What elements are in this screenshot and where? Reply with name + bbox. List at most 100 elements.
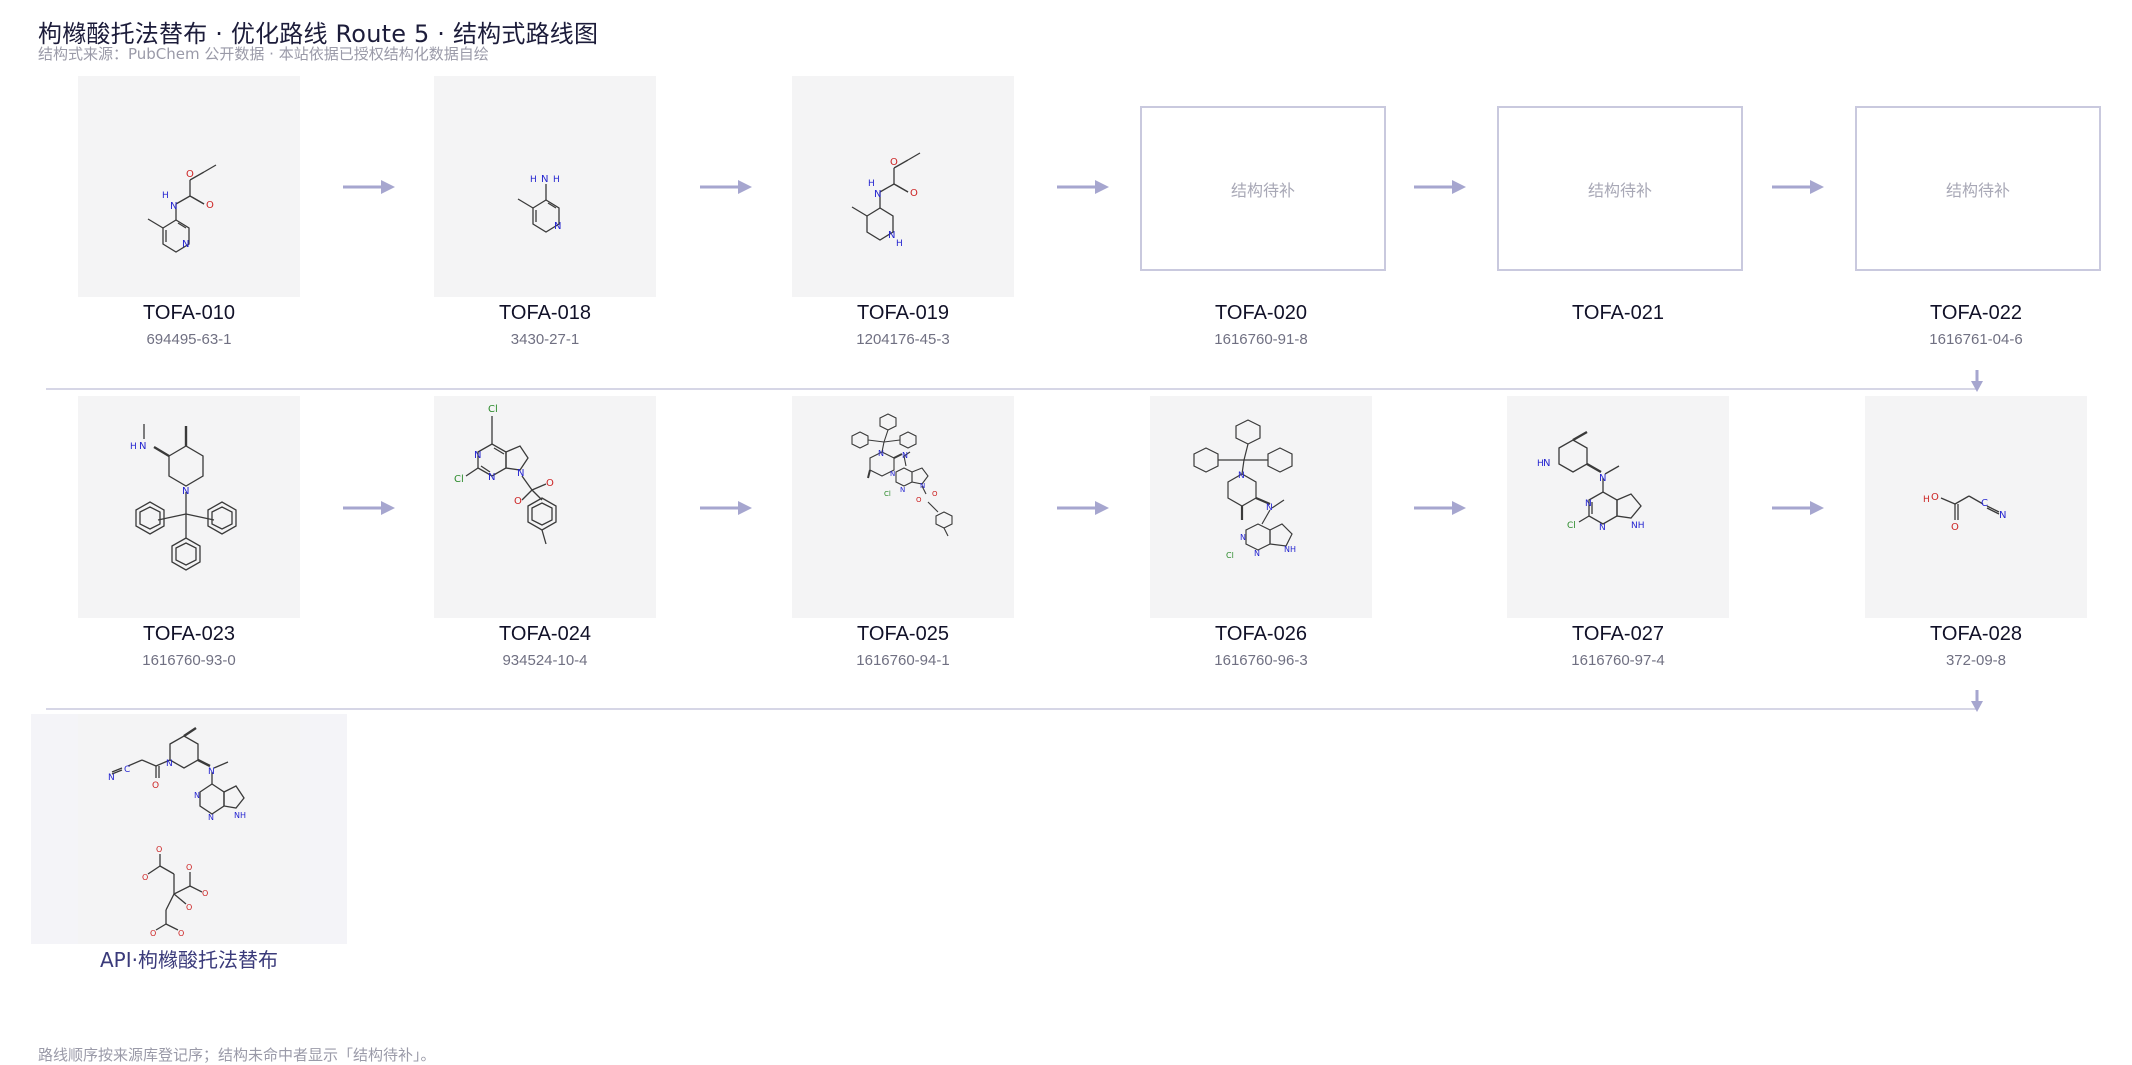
atom-n-label: N (182, 486, 189, 497)
atom-nh-label: NH (234, 811, 246, 820)
compound-id: TOFA-025 (857, 623, 949, 645)
atom-n-label: N (900, 486, 905, 494)
compound-id: TOFA-019 (857, 302, 949, 324)
structure-tofa-023: N N H (78, 396, 300, 618)
atom-n-label: N (139, 441, 146, 452)
atom-o-label: O (890, 157, 898, 168)
atom-nh-label: NH (1631, 521, 1645, 531)
structure-tofa-026: N N N N NH Cl (1150, 396, 1372, 618)
structure-tofa-025: N N N N N Cl O O (792, 396, 1014, 618)
atom-n-label: N (182, 239, 189, 250)
arrow-right-icon (1772, 501, 1824, 515)
compound-cas: 1616760-96-3 (1214, 652, 1308, 669)
arrow-right-icon (1414, 180, 1466, 194)
atom-o-label: O (546, 478, 554, 489)
compound-id: TOFA-022 (1930, 302, 2022, 324)
atom-n-label: N (878, 449, 884, 458)
compound-id: TOFA-020 (1215, 302, 1307, 324)
atom-n-label: N (920, 482, 925, 490)
atom-o-label: O (186, 903, 192, 912)
atom-o-label: O (202, 889, 208, 898)
atom-n-label: N (1543, 458, 1550, 469)
compound-cas: 1616760-91-8 (1214, 331, 1308, 348)
atom-n-label: N (208, 767, 215, 777)
compound-cas: 934524-10-4 (502, 652, 588, 669)
atom-n-label: N (554, 221, 561, 232)
atom-o-label: O (916, 496, 922, 504)
page-title: 枸橼酸托法替布 · 优化路线 Route 5 · 结构式路线图 (38, 20, 599, 48)
atom-n-label: N (488, 472, 495, 483)
compound-id: TOFA-018 (499, 302, 591, 324)
atom-n-label: N (874, 189, 881, 200)
atom-cl-label: Cl (884, 490, 891, 498)
structure-tofa-024: Cl Cl N N N O O (434, 396, 656, 618)
atom-o-label: O (150, 929, 156, 938)
row-connector-line (46, 388, 1978, 390)
structure-tofa-018: N N H H (434, 76, 656, 297)
atom-o-label: O (932, 490, 938, 498)
compound-id: TOFA-027 (1572, 623, 1664, 645)
atom-n-label: N (1585, 499, 1592, 509)
arrow-right-icon (700, 501, 752, 515)
atom-cl-label: Cl (488, 404, 498, 415)
atom-h-label: H (130, 442, 137, 452)
compound-cas: 3430-27-1 (510, 331, 580, 348)
compound-cas: 694495-63-1 (146, 331, 232, 348)
atom-h-label: H (162, 191, 169, 201)
atom-n-label: N (541, 174, 548, 185)
compound-cas: 1616760-94-1 (856, 652, 950, 669)
compound-id: TOFA-010 (143, 302, 235, 324)
atom-nh-label: NH (1284, 545, 1296, 554)
compound-id: TOFA-024 (499, 623, 591, 645)
arrow-right-icon (1057, 501, 1109, 515)
structure-api-tofacitinib-citrate: N C O N N N N NH O O O O O O O (78, 714, 300, 944)
atom-cl-label: Cl (454, 474, 464, 485)
api-label: API·枸橼酸托法替布 (100, 948, 278, 972)
atom-h-label: H (530, 175, 537, 185)
compound-id: TOFA-028 (1930, 623, 2022, 645)
atom-n-label: N (1238, 471, 1245, 481)
atom-c-label: C (1981, 498, 1988, 509)
atom-n-label: N (888, 230, 895, 241)
atom-n-label: N (194, 791, 200, 800)
compound-cas: 1616760-97-4 (1571, 652, 1665, 669)
atom-h-label: H (868, 179, 875, 189)
atom-n-label: N (1599, 523, 1606, 533)
atom-n-label: N (1266, 503, 1273, 513)
structure-tofa-019: N H N H O O (792, 76, 1014, 297)
atom-n-label: N (208, 813, 214, 822)
atom-o-label: O (152, 781, 159, 791)
atom-n-label: N (166, 759, 173, 769)
arrow-right-icon (343, 501, 395, 515)
atom-o-label: O (206, 200, 214, 211)
arrow-right-icon (1414, 501, 1466, 515)
atom-o-label: O (178, 929, 184, 938)
arrow-right-icon (700, 180, 752, 194)
structure-placeholder: 结构待补 (1140, 106, 1386, 271)
compound-cas: 1204176-45-3 (856, 331, 950, 348)
structure-placeholder: 结构待补 (1855, 106, 2101, 271)
atom-n-label: N (890, 470, 895, 478)
structure-tofa-028: H O O C N (1865, 396, 2087, 618)
compound-cas: 372-09-8 (1945, 652, 2007, 669)
atom-o-label: O (910, 188, 918, 199)
compound-cas: 1616760-93-0 (142, 652, 236, 669)
structure-tofa-027: N H N N N NH Cl (1507, 396, 1729, 618)
atom-h-label: H (1923, 495, 1930, 505)
atom-n-label: N (474, 450, 481, 461)
atom-h-label: H (1537, 459, 1544, 469)
atom-o-label: O (142, 873, 148, 882)
structure-placeholder: 结构待补 (1497, 106, 1743, 271)
atom-h-label: H (896, 239, 903, 249)
atom-h-label: H (553, 175, 560, 185)
arrow-right-icon (343, 180, 395, 194)
compound-id: TOFA-023 (143, 623, 235, 645)
row-connector-line (46, 708, 1978, 710)
arrow-down-icon (1971, 690, 1983, 712)
atom-n-label: N (517, 468, 524, 479)
atom-o-label: O (186, 169, 194, 180)
compound-id: TOFA-026 (1215, 623, 1307, 645)
atom-o-label: O (186, 863, 192, 872)
compound-cas: 1616761-04-6 (1929, 331, 2023, 348)
atom-o-label: O (1931, 492, 1939, 503)
